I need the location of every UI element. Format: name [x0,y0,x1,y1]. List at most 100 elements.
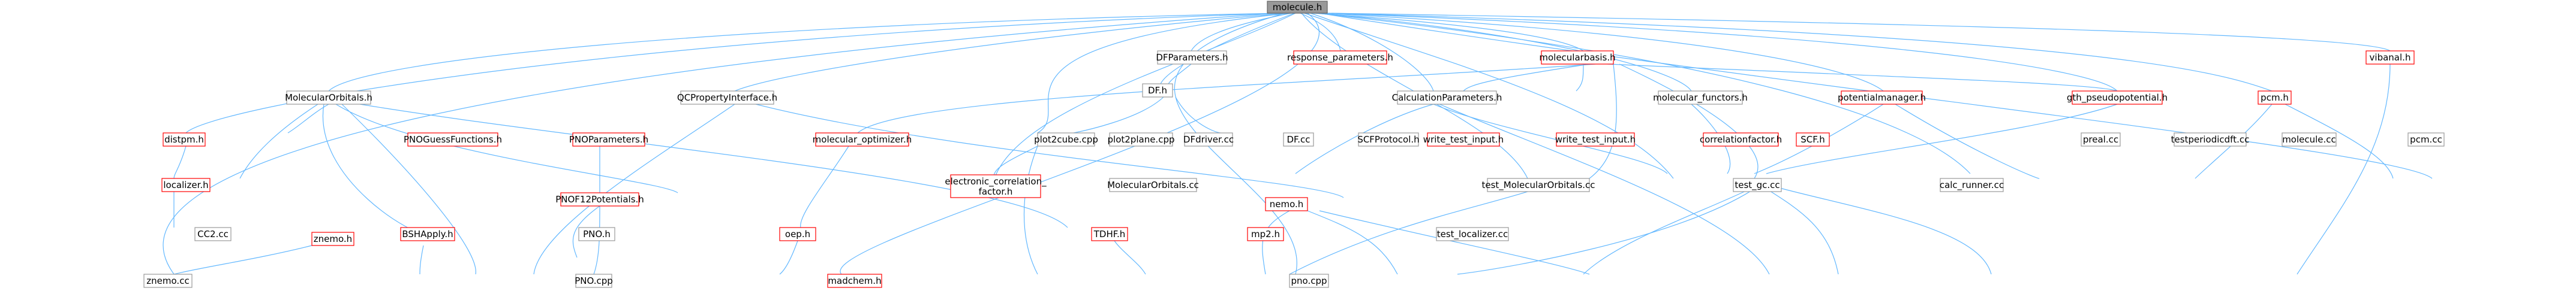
graph-node-tdhf-h[interactable]: TDHF.h [1091,227,1128,241]
graph-node-znemo-cc[interactable]: znemo.cc [143,274,193,288]
node-box [163,132,206,147]
node-box [1157,50,1227,65]
graph-node-pno-cpp2[interactable]: pno.cpp [1289,274,1329,288]
node-box [1541,50,1614,65]
node-label: plot2cube.cpp [1034,134,1098,145]
node-label: BSHApply.h [402,229,453,240]
graph-node-plot2plane-cpp[interactable]: plot2plane.cpp [1108,132,1175,147]
graph-node-localizer-h[interactable]: localizer.h [161,178,211,192]
graph-node-molecular-optimizer-h[interactable]: molecular_optimizer.h [813,132,912,147]
graph-node-molecularorbitals-h[interactable]: MolecularOrbitals.h [285,90,372,105]
graph-node-correlationfactor-h[interactable]: correlationfactor.h [1700,132,1782,147]
graph-node-df-cc[interactable]: DF.cc [1283,132,1314,147]
graph-node-df-h[interactable]: DF.h [1142,83,1173,98]
graph-node-vibanal-h[interactable]: vibanal.h [2365,50,2415,65]
node-label: localizer.h [163,180,208,190]
node-label: molecular_functors.h [1653,92,1748,104]
graph-node-molecularorbitals-cc[interactable]: MolecularOrbitals.cc [1107,178,1199,192]
graph-node-znemo-h[interactable]: znemo.h [311,232,354,246]
node-label: CalculationParameters.h [1392,92,1502,103]
node-label: DF.cc [1287,134,1310,145]
node-label: test_MolecularOrbitals.cc [1481,180,1595,191]
graph-node-test-molecularorbitals-cc[interactable]: test_MolecularOrbitals.cc [1481,178,1595,192]
graph-node-potentialmanager-h[interactable]: potentialmanager.h [1838,90,1926,105]
node-box [2081,132,2121,147]
graph-node-molecularbasis-h[interactable]: molecularbasis.h [1539,50,1616,65]
node-label: calc_runner.cc [1940,180,2004,191]
node-box [1796,132,1830,147]
node-box [2365,50,2415,65]
graph-node-distpm-h[interactable]: distpm.h [163,132,206,147]
graph-node-pno-h[interactable]: PNO.h [578,227,615,241]
graph-node-response-parameters-h[interactable]: response_parameters.h [1287,50,1393,65]
node-box [1556,132,1635,147]
node-box [827,274,882,288]
graph-node-molecule-h[interactable]: molecule.h [1267,1,1328,14]
graph-node-pno-cpp[interactable]: PNO.cpp [575,274,613,288]
node-label: pcm.h [2261,92,2289,103]
node-box [1358,132,1419,147]
node-label: PNOF12Potentials.h [555,194,644,205]
graph-node-preal-cc[interactable]: preal.cc [2081,132,2121,147]
graph-node-nemo-h[interactable]: nemo.h [1265,197,1308,211]
node-box [1841,90,1923,105]
graph-node-pnoguessfunctions-h[interactable]: PNOGuessFunctions.h [404,132,502,147]
node-box [1397,90,1497,105]
graph-node-scfprotocol-h[interactable]: SCFProtocol.h [1357,132,1420,147]
node-box [1142,83,1173,98]
graph-node-pnoparameters-h[interactable]: PNOParameters.h [569,132,648,147]
graph-node-pnof12potentials-h[interactable]: PNOF12Potentials.h [555,192,644,207]
node-label: MolecularOrbitals.cc [1107,180,1199,190]
node-label: DFdriver.cc [1183,134,1234,145]
graph-node-pcm-cc[interactable]: pcm.cc [2407,132,2445,147]
graph-node-calc-runner-cc[interactable]: calc_runner.cc [1940,178,2004,192]
graph-node-qcpropertyinterface-h[interactable]: QCPropertyInterface.h [677,90,777,105]
node-box [1289,274,1329,288]
node-label: TDHF.h [1093,229,1126,240]
graph-node-bshapply-h[interactable]: BSHApply.h [400,227,455,241]
graph-node-oep-h[interactable]: oep.h [779,227,816,241]
graph-node-test-localizer-cc[interactable]: test_localizer.cc [1436,227,1509,241]
node-box [1265,197,1308,211]
graph-node-electronic-correlation-factor-h[interactable]: electronic_correlation_factor.h [945,174,1047,198]
node-box [578,227,615,241]
graph-node-scf-h[interactable]: SCF.h [1796,132,1830,147]
graph-edges [149,13,2433,282]
graph-node-dfparameters-h[interactable]: DFParameters.h [1156,50,1228,65]
node-box [1427,132,1500,147]
node-label: znemo.h [314,234,352,244]
graph-node-test-gc-cc[interactable]: test_gc.cc [1733,178,1782,192]
graph-node-plot2cube-cpp[interactable]: plot2cube.cpp [1034,132,1098,147]
node-box [400,227,455,241]
graph-node-molecule-cc[interactable]: molecule.cc [2282,132,2337,147]
graph-node-molecular-functors-h[interactable]: molecular_functors.h [1653,90,1748,105]
node-box [1703,132,1779,147]
graph-node-madchem-h[interactable]: madchem.h [827,274,882,288]
graph-node-cc2-cc[interactable]: CC2.cc [194,227,232,241]
node-label: QCPropertyInterface.h [677,92,777,103]
node-box [1487,178,1590,192]
graph-node-write-test-input-h[interactable]: write_test_input.h [1423,132,1504,147]
graph-node-gth-pseudopotential-h[interactable]: gth_pseudopotential.h [2067,90,2168,105]
graph-node-pcm-h[interactable]: pcm.h [2258,90,2292,105]
node-label: test_gc.cc [1735,180,1780,191]
graph-node-write-test-input[interactable]: write_test_input.h [1555,132,1636,147]
node-label: oep.h [785,229,810,240]
node-box [1658,90,1743,105]
graph-node-calculationparameters-h[interactable]: CalculationParameters.h [1392,90,1502,105]
node-box [1091,227,1128,241]
graph-node-testperiodicdft-cc[interactable]: testperiodicdft.cc [2171,132,2250,147]
node-box [1436,227,1509,241]
graph-node-dfdriver-cc[interactable]: DFdriver.cc [1183,132,1234,147]
node-box [194,227,232,241]
node-label: znemo.cc [146,275,189,286]
node-label: write_test_input.h [1423,134,1504,146]
node-label: pno.cpp [1291,275,1327,286]
node-label: PNOGuessFunctions.h [404,134,502,145]
node-box [1184,132,1233,147]
graph-node-mp2-h[interactable]: mp2.h [1247,227,1284,241]
node-box [143,274,193,288]
node-label: molecule.h [1273,2,1322,13]
node-label: electronic_correlation_factor.h [945,176,1047,197]
